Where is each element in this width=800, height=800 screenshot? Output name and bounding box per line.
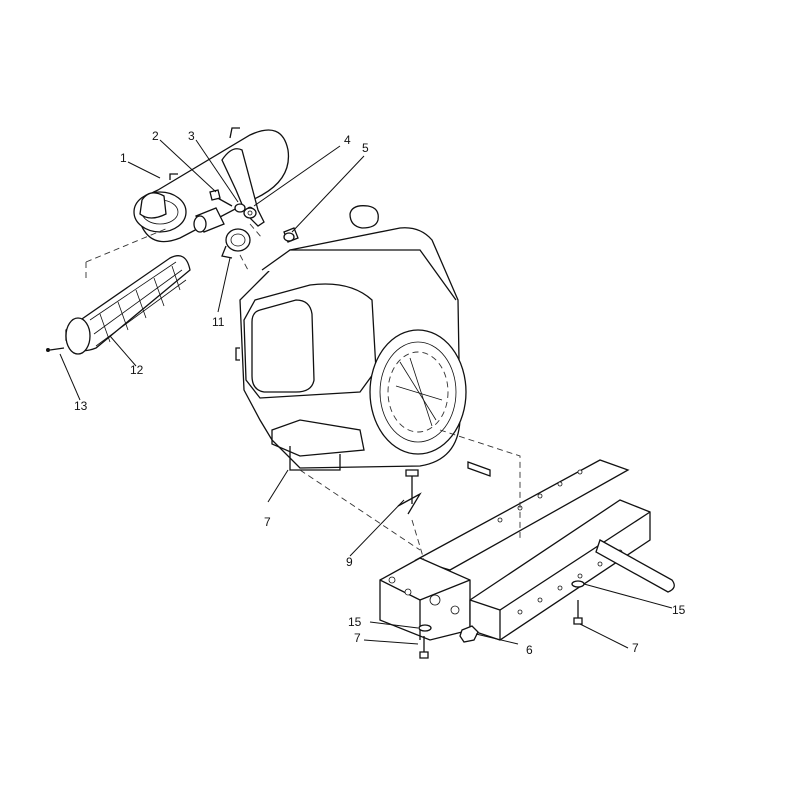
nut-part-6 (459, 625, 479, 643)
bolt-right (571, 580, 585, 625)
callout-7-left: 7 (354, 631, 361, 645)
spacer-part-5 (283, 227, 299, 243)
callout-6: 6 (526, 643, 533, 657)
callout-15-right: 15 (672, 603, 686, 617)
callout-5: 5 (362, 141, 369, 155)
callout-7-right: 7 (632, 641, 639, 655)
callout-11: 11 (212, 315, 225, 329)
callout-2: 2 (152, 129, 159, 143)
callout-3: 3 (188, 129, 195, 143)
clamp-part-11 (221, 228, 251, 259)
engine (235, 205, 467, 471)
muffler (133, 127, 290, 243)
callout-12: 12 (130, 363, 144, 377)
alignment-lines (85, 223, 521, 561)
leader-lines (59, 139, 673, 649)
callout-13: 13 (74, 399, 88, 413)
screw-part-13 (46, 347, 65, 352)
callout-15-left: 15 (348, 615, 362, 629)
spark-screen-part-12 (65, 255, 191, 355)
bolt-part-9 (397, 469, 422, 515)
callout-9: 9 (346, 555, 353, 569)
washer-part-3 (234, 203, 246, 213)
exhaust-coupler (193, 207, 225, 233)
callout-4: 4 (344, 133, 351, 147)
callout-1: 1 (120, 151, 127, 165)
callout-7-engine: 7 (264, 515, 271, 529)
washer-part-4 (243, 207, 257, 219)
bolt-left (418, 624, 432, 659)
mounting-frame (379, 459, 675, 641)
bolt-part-2 (209, 189, 233, 207)
